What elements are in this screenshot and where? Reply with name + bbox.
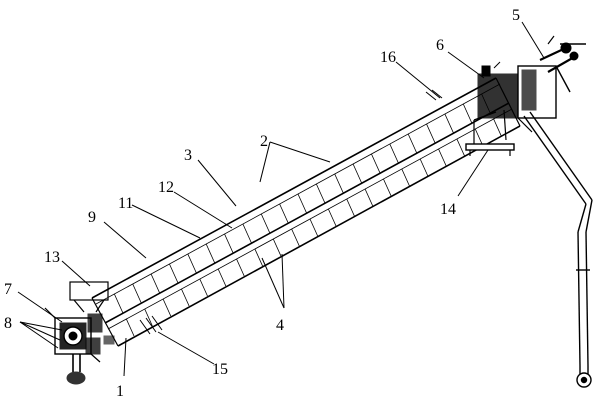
screw-flight [297, 193, 307, 214]
conveyor-trough [91, 77, 521, 347]
screw-flight [315, 183, 326, 204]
screw-flight [371, 153, 381, 174]
lower-drive-assembly [44, 307, 163, 385]
screw-flight [462, 103, 473, 124]
label-12: 12 [158, 179, 174, 196]
discharge-chute [465, 109, 515, 156]
screw-flight [419, 158, 429, 177]
leader-lines [17, 21, 545, 377]
screw-flight [224, 233, 234, 254]
screw-flight [426, 123, 436, 144]
label-9: 9 [88, 209, 96, 226]
screw-flight [181, 288, 190, 307]
screw-flight [291, 228, 300, 247]
upper-screw-flights [113, 93, 491, 314]
screw-flight [272, 238, 282, 257]
screw-flight [438, 148, 447, 167]
screw-flight [334, 173, 344, 194]
screw-flight [205, 243, 216, 264]
label-4: 4 [276, 317, 284, 334]
label-8: 8 [4, 315, 12, 332]
label-16: 16 [380, 49, 396, 66]
screw-flight [401, 168, 410, 187]
screw-flight [309, 218, 319, 237]
screw-flight [327, 208, 337, 227]
label-15: 15 [212, 361, 228, 378]
label-13: 13 [44, 249, 60, 266]
screw-flight [346, 198, 355, 217]
screw-flight [444, 113, 454, 134]
label-3: 3 [184, 147, 192, 164]
screw-flight [125, 318, 135, 337]
support-arm [523, 111, 593, 388]
screw-flight [493, 118, 502, 137]
screw-flight [162, 298, 172, 317]
label-1: 1 [116, 383, 124, 400]
screw-flight [144, 308, 153, 327]
screw-flight [407, 133, 418, 154]
label-5: 5 [512, 7, 520, 24]
screw-flight [474, 128, 484, 147]
screw-flight [352, 163, 363, 184]
label-2: 2 [260, 133, 268, 150]
label-11: 11 [118, 195, 133, 212]
screw-flight [132, 283, 142, 304]
screw-flight [242, 223, 252, 244]
label-6: 6 [436, 37, 444, 54]
screw-flight [150, 273, 161, 294]
screw-flight [236, 258, 245, 277]
screw-flight [389, 143, 399, 164]
screw-flight [199, 278, 208, 297]
screw-flight [364, 188, 374, 207]
reference-numerals: 2 3 12 11 9 13 7 8 1 15 4 16 6 5 14 [4, 7, 520, 400]
screw-flight [113, 293, 124, 314]
screw-flight [260, 213, 271, 234]
screw-flight [187, 253, 197, 274]
screw-flight [169, 263, 179, 284]
screw-flight [254, 248, 263, 267]
label-7: 7 [4, 281, 12, 298]
screw-flight [279, 203, 289, 224]
inlet-hopper [69, 281, 109, 313]
screw-flight [456, 138, 465, 157]
upper-drive-assembly [425, 35, 586, 133]
screw-flight [383, 178, 392, 197]
screw-flight [217, 268, 227, 287]
label-14: 14 [440, 201, 456, 218]
lower-screw-flights [125, 118, 502, 337]
